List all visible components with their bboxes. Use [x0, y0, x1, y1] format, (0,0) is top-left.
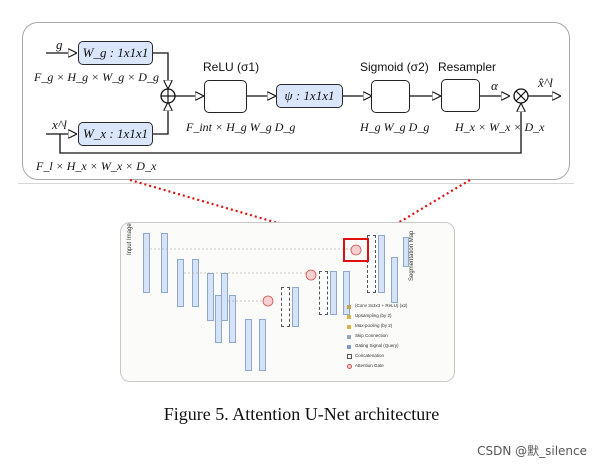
sigmoid-label: Sigmoid (σ2) — [360, 60, 429, 74]
wx-label: W_x : 1x1x1 — [83, 126, 148, 141]
resampler-dims-label: H_x × W_x × D_x — [455, 120, 545, 134]
attention-gate-icon — [350, 244, 362, 256]
legend-text: Gating Signal (Query) — [355, 343, 399, 348]
wx-box: W_x : 1x1x1 — [78, 122, 153, 146]
highlight-box — [343, 238, 369, 262]
encoder-block — [161, 233, 168, 293]
psi-box: ψ : 1x1x1 — [276, 84, 343, 108]
legend-item: Concatenation — [347, 353, 447, 361]
decoder-block — [343, 271, 350, 315]
wx-to-sum-line — [153, 103, 168, 135]
legend-icon — [347, 345, 351, 349]
psi-label: ψ : 1x1x1 — [284, 88, 335, 103]
attention-gate-icon — [262, 295, 274, 307]
wg-box: W_g : 1x1x1 — [78, 41, 153, 65]
x-dims-label: F_l × H_x × W_x × D_x — [36, 159, 157, 173]
bottleneck-block — [245, 319, 252, 371]
decoder-block — [330, 271, 337, 315]
relu-label: ReLU (σ1) — [203, 60, 260, 74]
decoder-block — [378, 235, 385, 293]
sigmoid-dims-label: H_g W_g D_g — [360, 120, 430, 134]
g-input-label: g — [56, 37, 63, 52]
legend-item: Gating Signal (Query) — [347, 343, 447, 351]
encoder-block — [229, 295, 236, 343]
x-input-label: x^l — [52, 117, 67, 132]
relu-box — [204, 80, 247, 113]
concat-block — [319, 271, 328, 315]
zoom-lines — [129, 178, 471, 244]
g-dims-label: F_g × H_g × W_g × D_g — [34, 70, 159, 84]
attention-gate-icon — [305, 269, 317, 281]
legend-item: Skip Connection — [347, 333, 447, 341]
encoder-block — [177, 259, 184, 307]
output-block — [403, 237, 409, 267]
encoder-block — [192, 259, 199, 307]
legend-icon — [347, 364, 352, 369]
decoder-block — [391, 257, 398, 303]
figure-caption: Figure 5. Attention U-Net architecture — [163, 404, 440, 424]
legend-text: Concatenation — [355, 353, 385, 358]
concat-block — [281, 287, 290, 327]
legend-text: Skip Connection — [355, 333, 388, 338]
legend-text: Attention Gate — [355, 363, 384, 368]
unet-figure: Input Image Segmentation Map (Conv 3x3x3… — [120, 222, 455, 382]
legend-text: Max-pooling (by 2) — [355, 323, 393, 328]
bottleneck-block — [259, 319, 266, 371]
resampler-label: Resampler — [438, 60, 497, 74]
legend-item: Max-pooling (by 2) — [347, 323, 447, 331]
resampler-box — [441, 79, 480, 112]
legend-icon — [347, 315, 351, 319]
watermark: CSDN @默_silence — [477, 444, 587, 458]
legend-item: Upsampling (by 2) — [347, 313, 447, 321]
legend-icon — [347, 305, 351, 309]
legend-text: (Conv 3x3x3 + ReLU) (x2) — [355, 303, 408, 308]
concat-block — [367, 235, 376, 293]
unet-connections — [150, 238, 369, 307]
attention-gate-connectors — [46, 0, 603, 154]
legend-text: Upsampling (by 2) — [355, 313, 392, 318]
legend-icon — [347, 335, 351, 339]
output-label: x̂^l — [538, 75, 553, 90]
panel-divider — [18, 183, 574, 184]
relu-dims-label: F_int × H_g W_g D_g — [186, 120, 296, 134]
wg-label: W_g : 1x1x1 — [82, 45, 149, 60]
encoder-block — [143, 233, 150, 293]
decoder-block — [292, 287, 299, 327]
alpha-label: α — [491, 78, 498, 93]
wg-to-sum-line — [153, 52, 168, 88]
legend-icon — [347, 325, 351, 329]
legend-item: Attention Gate — [347, 363, 447, 371]
encoder-block — [215, 295, 222, 343]
encoder-block — [207, 273, 214, 321]
sigmoid-box — [371, 80, 410, 113]
legend-item: (Conv 3x3x3 + ReLU) (x2) — [347, 303, 447, 311]
legend-icon — [347, 354, 352, 359]
x-skip-line — [59, 104, 521, 154]
